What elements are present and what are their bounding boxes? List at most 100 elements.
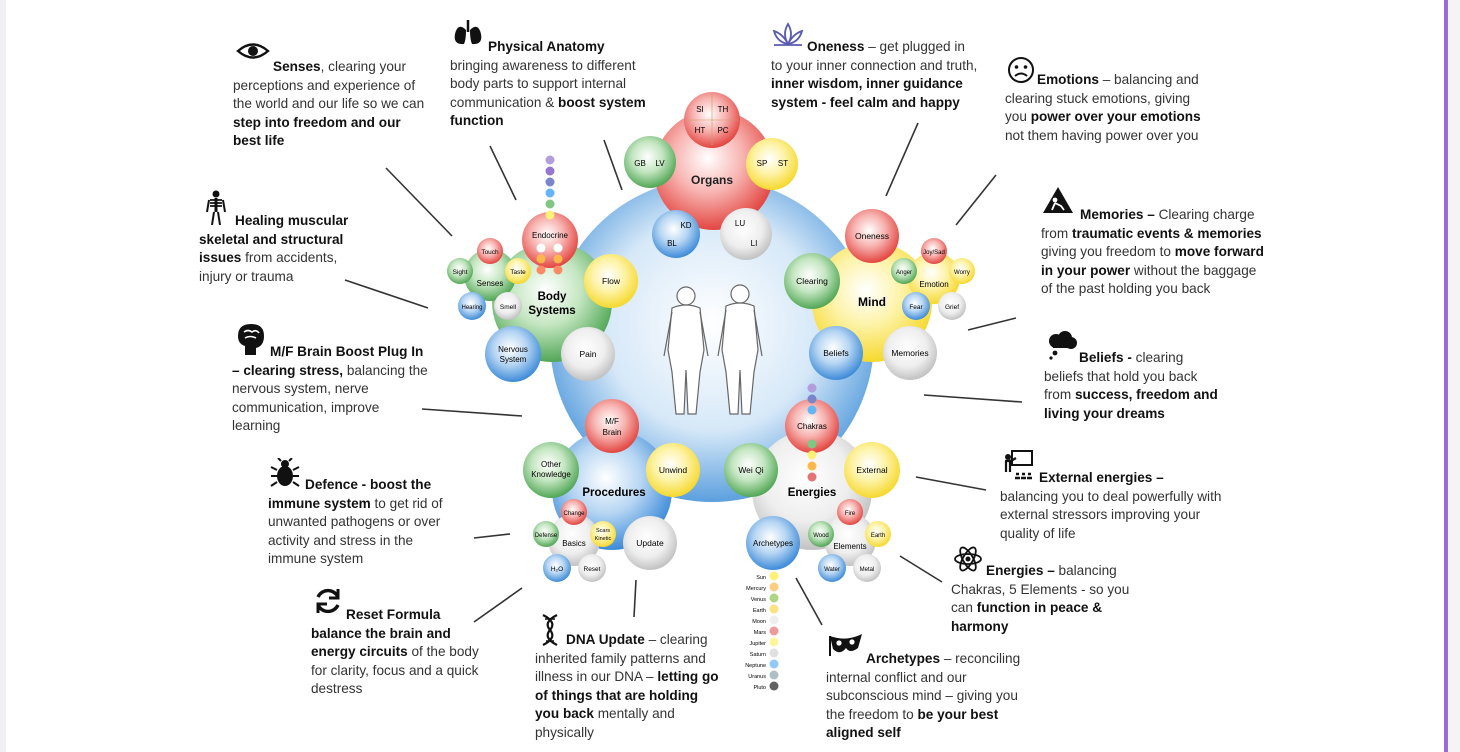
nervous-label-1: Nervous — [498, 345, 528, 354]
callout-energies-bold: Energies – — [986, 563, 1055, 578]
senses-label: Senses — [477, 279, 504, 288]
worry-bubble[interactable] — [949, 258, 975, 284]
nervous-system-bubble[interactable] — [485, 326, 541, 382]
callout-healing-text: from accidents, injury or trauma — [199, 250, 338, 284]
organ-si: SI — [696, 105, 704, 114]
connector-defence — [473, 533, 511, 539]
grief-label: Grief — [945, 304, 959, 311]
procedures-title: Procedures — [582, 487, 645, 499]
defense-label: Defense — [535, 533, 558, 539]
callout-external-text: balancing you to deal powerfully with ex… — [1000, 488, 1222, 541]
oneness-bubble[interactable] — [845, 209, 899, 263]
chakra-chain — [807, 383, 817, 482]
scars-kinetic-bubble[interactable] — [590, 521, 616, 547]
callout-external-bold: External energies – — [1039, 470, 1164, 485]
organs-liver-group[interactable] — [624, 136, 676, 188]
mask-icon — [828, 632, 864, 662]
wei-qi-bubble[interactable] — [724, 443, 778, 497]
defense-bubble[interactable] — [533, 521, 559, 547]
taste-bubble[interactable] — [505, 258, 531, 284]
callout-senses: Senses, clearing your perceptions and ex… — [233, 58, 429, 151]
organ-sp: SP — [757, 159, 768, 168]
callout-energies: Energies – balancing Chakras, 5 Elements… — [951, 562, 1151, 636]
left-edge — [0, 0, 6, 752]
water-bubble[interactable] — [818, 554, 846, 582]
basics-label: Basics — [562, 539, 586, 548]
clearing-bubble[interactable] — [784, 253, 840, 309]
organs-bubble[interactable] — [654, 110, 774, 230]
organs-lung-group[interactable] — [720, 208, 772, 260]
connector-archetypes — [795, 577, 823, 626]
organs-kidney-group[interactable] — [652, 210, 700, 258]
sight-label: Sight — [453, 269, 468, 276]
callout-senses-bold: Senses — [273, 59, 321, 74]
elements-bubble[interactable] — [824, 514, 876, 566]
wood-bubble[interactable] — [808, 521, 834, 547]
figure-front — [663, 286, 709, 415]
emotion-bubble[interactable] — [908, 252, 960, 304]
callout-oneness-bold: Oneness — [807, 39, 865, 54]
external-bubble[interactable] — [844, 442, 900, 498]
callout-emotions: Emotions – balancing and clearing stuck … — [1005, 71, 1211, 145]
nervous-label-2: System — [500, 355, 527, 364]
bug-icon — [270, 457, 300, 492]
fire-bubble[interactable] — [837, 499, 863, 525]
basics-bubble[interactable] — [548, 514, 600, 566]
h2o-bubble[interactable] — [543, 554, 571, 582]
callout-archetypes-bold2: be your best aligned self — [826, 706, 999, 741]
anger-bubble[interactable] — [891, 258, 917, 284]
joy-sad-label: Joy/Sad — [923, 250, 945, 256]
earth-bubble[interactable] — [865, 521, 891, 547]
connector-dna — [633, 579, 637, 618]
change-bubble[interactable] — [561, 499, 587, 525]
touch-bubble[interactable] — [477, 238, 503, 264]
update-bubble[interactable] — [623, 516, 677, 570]
metal-bubble[interactable] — [853, 554, 881, 582]
endocrine-bubble[interactable] — [522, 212, 578, 268]
callout-reset-bold: Reset Formula balance the brain and ener… — [311, 607, 451, 660]
sight-bubble[interactable] — [447, 258, 473, 284]
callout-archetypes: Archetypes – reconciling internal confli… — [826, 650, 1040, 743]
smell-bubble[interactable] — [494, 292, 522, 320]
beliefs-bubble[interactable] — [809, 326, 863, 380]
connector-emotions — [955, 174, 997, 226]
connector-anatomy — [489, 145, 517, 201]
connector-anatomy-2 — [603, 139, 623, 191]
unwind-bubble[interactable] — [646, 443, 700, 497]
callout-memories: Memories – Clearing charge from traumati… — [1041, 206, 1265, 299]
other-knowledge-bubble[interactable] — [523, 442, 579, 498]
pain-bubble[interactable] — [561, 327, 615, 381]
callout-memories-bold2: traumatic events & memories — [1071, 225, 1262, 241]
senses-bubble[interactable] — [464, 249, 516, 301]
skeleton-icon — [206, 190, 226, 230]
page-border-accent — [1444, 0, 1448, 752]
callout-senses-text: , clearing your perceptions and experien… — [233, 59, 425, 112]
connector-oneness — [885, 122, 919, 197]
oneness-label: Oneness — [855, 231, 889, 241]
organ-bl: BL — [667, 239, 677, 248]
grief-bubble[interactable] — [938, 292, 966, 320]
lungs-icon — [452, 18, 484, 52]
callout-anatomy: Physical Anatomy bringing awareness to d… — [450, 38, 666, 131]
reset-bubble[interactable] — [578, 554, 606, 582]
scrollbar-gutter[interactable] — [1448, 0, 1460, 752]
memories-bubble[interactable] — [883, 326, 937, 380]
connector-healing — [344, 279, 429, 309]
mf-brain-bubble[interactable] — [585, 399, 639, 453]
anger-label: Anger — [896, 270, 912, 276]
callout-defence-text: to get rid of unwanted pathogens or over… — [268, 495, 443, 567]
organ-pc: PC — [717, 126, 728, 135]
connector-energies — [899, 555, 943, 583]
planet-mercury: Mercury — [746, 586, 766, 592]
joy-sad-bubble[interactable] — [921, 238, 947, 264]
flow-bubble[interactable] — [584, 254, 638, 308]
planet-saturn: Saturn — [750, 652, 766, 658]
fear-bubble[interactable] — [902, 292, 930, 320]
callout-anatomy-text: bringing awareness to different body par… — [450, 57, 636, 110]
hearing-bubble[interactable] — [458, 292, 486, 320]
warning-icon — [1042, 186, 1074, 218]
callout-senses-bold2: step into freedom and our best life — [233, 114, 401, 149]
organs-spleen-group[interactable] — [746, 138, 798, 190]
chakras-bubble[interactable] — [785, 399, 839, 453]
archetypes-bubble[interactable] — [746, 516, 800, 570]
